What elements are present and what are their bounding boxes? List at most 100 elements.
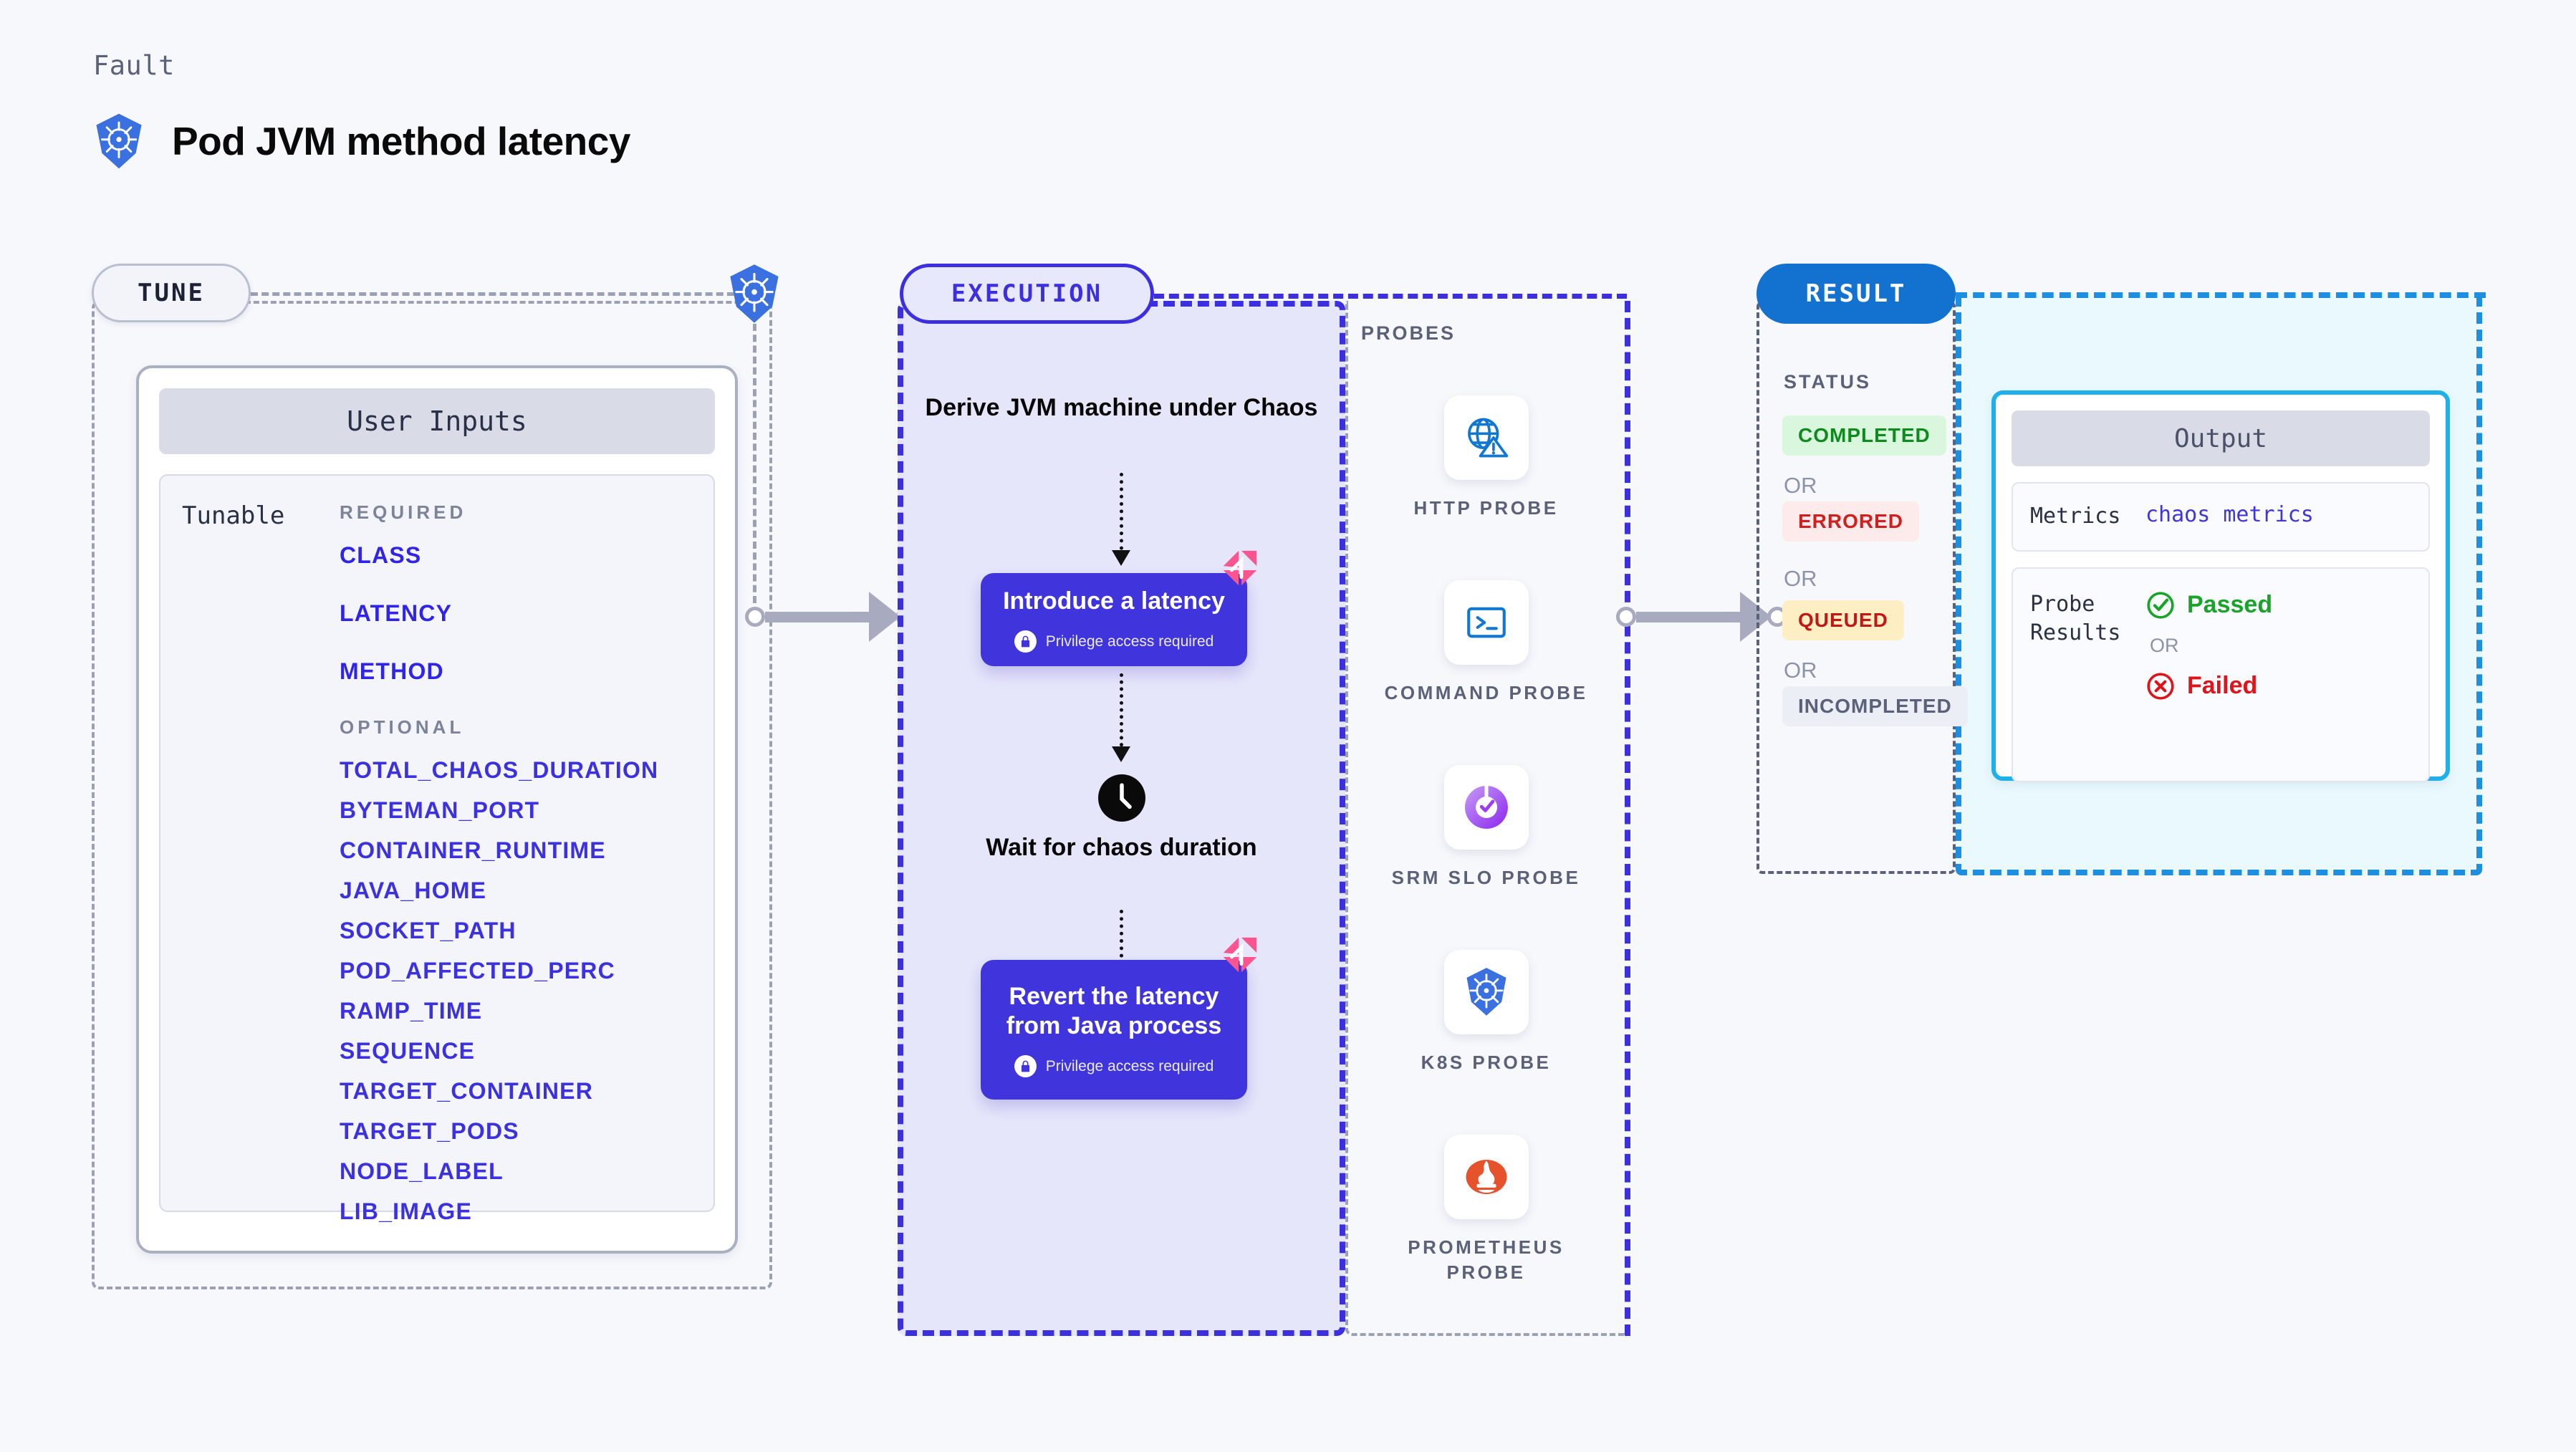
status-badge: INCOMPLETED — [1782, 686, 1968, 726]
page-header: Fault Pod JVM method latency — [93, 50, 630, 170]
probe-item-command[interactable]: COMMAND PROBE — [1345, 580, 1627, 706]
tunable-optional-param[interactable]: LIB_IMAGE — [340, 1198, 473, 1224]
optional-parameter-list: TOTAL_CHAOS_DURATION BYTEMAN_PORT CONTAINE… — [340, 757, 701, 1225]
user-inputs-card: User Inputs Tunable REQUIRED CLASS LATENC… — [136, 365, 738, 1254]
probe-label: PROMETHEUS PROBE — [1408, 1236, 1565, 1284]
status-or-separator: OR — [1784, 658, 1817, 683]
probe-tile — [1443, 765, 1529, 850]
connector-line-derive-to-introduce — [1120, 473, 1123, 557]
litmus-badge-icon — [1223, 937, 1257, 973]
probes-right-border — [1625, 301, 1630, 1336]
user-inputs-title: User Inputs — [159, 388, 715, 454]
probe-tile — [1443, 950, 1529, 1034]
connector-line-wait-to-revert — [1120, 910, 1123, 994]
tunable-body: Tunable REQUIRED CLASS LATENCY METHOD OPTI… — [159, 474, 715, 1224]
status-or-separator: OR — [1784, 566, 1817, 591]
passed-label: Passed — [2187, 591, 2273, 618]
status-badge: COMPLETED — [1782, 415, 1946, 456]
tunable-required-param[interactable]: METHOD — [340, 658, 444, 684]
metrics-label: Metrics — [2030, 504, 2121, 529]
check-circle-icon — [2147, 591, 2174, 619]
optional-heading: OPTIONAL — [340, 716, 465, 738]
tunable-optional-param[interactable]: SEQUENCE — [340, 1038, 476, 1064]
tune-connector-dash — [251, 292, 745, 296]
execution-card-introduce-latency[interactable]: Introduce a latency Privilege access req… — [981, 573, 1247, 666]
failed-label: Failed — [2187, 672, 2258, 699]
result-panel-tag[interactable]: RESULT — [1756, 264, 1956, 324]
privilege-row: Privilege access required — [1014, 630, 1214, 653]
flow-arrow-tune-to-execution — [745, 592, 916, 642]
metrics-value[interactable]: chaos metrics — [2145, 502, 2314, 527]
arrow-head — [1740, 592, 1772, 642]
probe-item-srm-slo[interactable]: SRM SLO PROBE — [1345, 765, 1627, 890]
kubernetes-icon — [1466, 968, 1506, 1016]
probes-panel — [1345, 301, 1627, 1336]
arrow-head — [869, 592, 900, 642]
execution-panel-tag[interactable]: EXECUTION — [900, 264, 1154, 324]
probes-heading: PROBES — [1361, 322, 1456, 344]
tunable-optional-param[interactable]: POD_AFFECTED_PERC — [340, 958, 615, 984]
connector-arrowhead — [1112, 550, 1130, 566]
connector-arrowhead — [1112, 746, 1130, 762]
prometheus-icon — [1466, 1160, 1506, 1194]
execution-card-title: Introduce a latency — [1003, 587, 1225, 615]
probe-label: K8S PROBE — [1421, 1052, 1552, 1073]
clock-icon — [1098, 774, 1145, 822]
result-connector-dash — [1956, 292, 2486, 298]
tune-panel-tag[interactable]: TUNE — [92, 264, 251, 322]
tunable-optional-param[interactable]: NODE_LABEL — [340, 1158, 504, 1184]
privilege-text: Privilege access required — [1045, 633, 1214, 650]
tunable-optional-param[interactable]: RAMP_TIME — [340, 998, 483, 1024]
litmus-badge-icon — [1223, 550, 1257, 586]
execution-step-derive: Derive JVM machine under Chaos — [925, 394, 1318, 421]
execution-card-revert-latency[interactable]: Revert the latency from Java process Pri… — [981, 960, 1247, 1100]
tunable-parameter-lists: REQUIRED CLASS LATENCY METHOD OPTIONAL TOT… — [340, 501, 713, 1224]
probe-item-prometheus[interactable]: PROMETHEUS PROBE — [1345, 1135, 1627, 1285]
execution-connector-dash — [1154, 294, 1627, 299]
tunable-optional-param[interactable]: SOCKET_PATH — [340, 918, 516, 943]
probe-item-k8s[interactable]: K8S PROBE — [1345, 950, 1627, 1075]
kubernetes-icon — [96, 113, 142, 169]
probe-result-or: OR — [2150, 634, 2179, 656]
tunable-optional-param[interactable]: JAVA_HOME — [340, 878, 487, 903]
connector-line-introduce-to-wait — [1120, 673, 1123, 754]
required-parameter-list: CLASS LATENCY METHOD — [340, 542, 701, 685]
probe-tile — [1443, 395, 1529, 480]
terminal-icon — [1466, 607, 1506, 638]
tunable-optional-param[interactable]: TOTAL_CHAOS_DURATION — [340, 757, 659, 783]
probe-tile — [1443, 580, 1529, 665]
tunable-optional-param[interactable]: TARGET_PODS — [340, 1118, 519, 1144]
output-card: Output Metrics chaos metrics Probe Resul… — [1991, 390, 2450, 782]
tunable-optional-param[interactable]: CONTAINER_RUNTIME — [340, 837, 606, 863]
required-heading: REQUIRED — [340, 501, 467, 523]
tunable-required-param[interactable]: CLASS — [340, 542, 422, 568]
probe-label: COMMAND PROBE — [1384, 682, 1588, 703]
arrow-start-dot — [745, 607, 765, 627]
status-or-separator: OR — [1784, 473, 1817, 498]
globe-warning-icon — [1467, 418, 1508, 458]
tunable-optional-param[interactable]: TARGET_CONTAINER — [340, 1078, 594, 1104]
eyebrow-label: Fault — [93, 50, 175, 81]
probe-label: HTTP PROBE — [1413, 497, 1559, 519]
execution-card-title: Revert the latency from Java process — [1006, 982, 1222, 1039]
probe-item-http[interactable]: HTTP PROBE — [1345, 395, 1627, 521]
privilege-row: Privilege access required — [1014, 1055, 1214, 1078]
execution-step-wait: Wait for chaos duration — [986, 834, 1257, 861]
status-badge: QUEUED — [1782, 600, 1904, 640]
probe-result-passed: Passed — [2145, 590, 2272, 620]
page-title: Pod JVM method latency — [172, 119, 630, 163]
slo-donut-check-icon — [1464, 784, 1508, 829]
arrow-line — [1636, 611, 1742, 622]
output-card-title: Output — [2012, 410, 2430, 466]
arrow-start-dot — [1616, 607, 1636, 627]
tunable-label: Tunable — [182, 501, 285, 530]
metrics-section: Metrics chaos metrics — [2012, 482, 2430, 552]
arrow-line — [765, 611, 871, 622]
kubernetes-icon — [730, 264, 779, 323]
tunable-optional-param[interactable]: BYTEMAN_PORT — [340, 797, 540, 823]
tunable-required-param[interactable]: LATENCY — [340, 600, 453, 626]
status-heading: STATUS — [1784, 371, 1871, 393]
x-circle-icon — [2147, 672, 2174, 700]
privilege-text: Privilege access required — [1045, 1057, 1214, 1074]
